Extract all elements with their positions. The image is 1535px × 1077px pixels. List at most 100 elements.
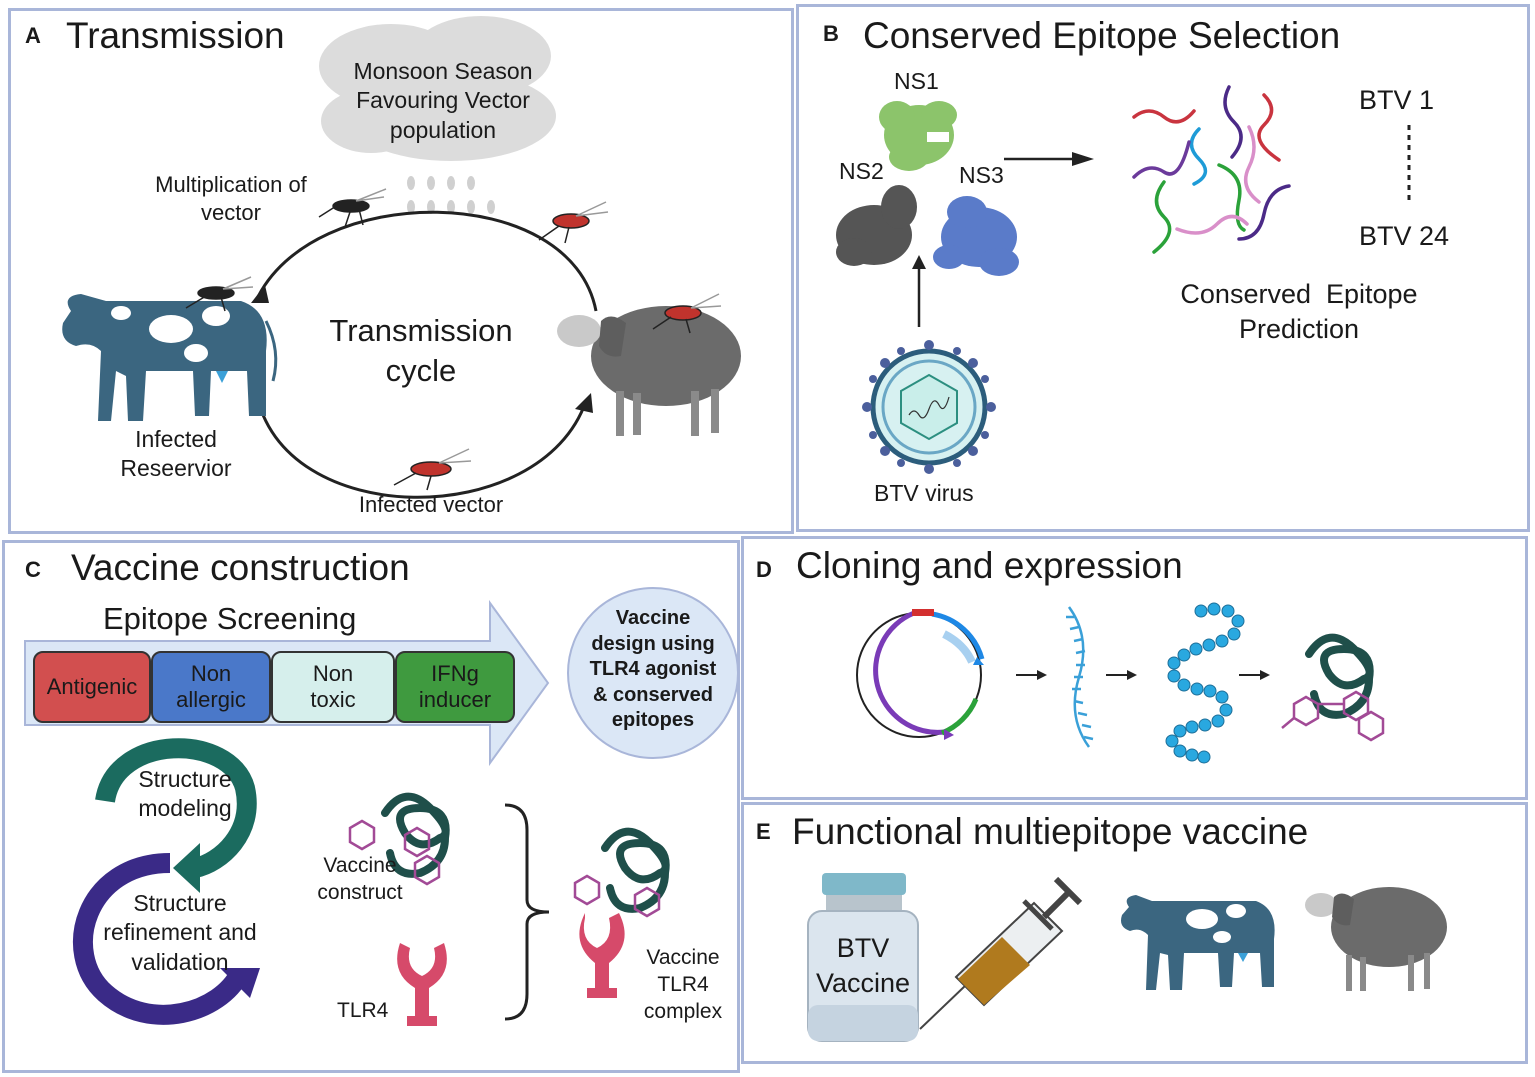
- panel-label: C: [25, 557, 41, 582]
- ligand-icon: [348, 819, 441, 886]
- caption-line: Vaccine: [646, 946, 720, 969]
- cloud-line: Monsoon Season: [353, 58, 533, 84]
- caption-line: construct: [317, 880, 403, 904]
- filter-non-allergic: Non allergic: [151, 651, 271, 723]
- caption-line: modeling: [138, 795, 232, 822]
- multiplication-caption: Multiplication of vector: [131, 171, 331, 227]
- epitope-selection-art: [836, 85, 1411, 474]
- ns3-label: NS3: [959, 162, 1004, 188]
- cloud-icon: [319, 16, 556, 161]
- mrna-icon: [1066, 606, 1094, 748]
- arrow-right-icon: [1127, 670, 1137, 680]
- cycle-caption: Transmission cycle: [311, 311, 531, 390]
- caption-line: Vaccine: [615, 607, 691, 629]
- vaccine-tlr4-complex-icon: [573, 827, 670, 998]
- caption-line: Multiplication of: [155, 172, 307, 197]
- caption-line: Prediction: [1238, 313, 1360, 344]
- caption-line: & conserved: [592, 683, 714, 706]
- vaccine-construct-icon: [381, 792, 450, 878]
- vector-caption: Infected vector: [358, 492, 504, 517]
- caption-line: validation: [131, 948, 229, 975]
- caption-line: Reseervior: [120, 455, 232, 482]
- panel-functional-vaccine: E Functional multiepitope vaccine BTV Va…: [741, 802, 1528, 1064]
- caption-line: design using: [591, 632, 715, 655]
- filter-antigenic: Antigenic: [33, 651, 151, 723]
- panel-title: Functional multiepitope vaccine: [792, 811, 1309, 852]
- modeling-arrow-icon: [95, 738, 257, 878]
- mosquito-icon: [185, 276, 254, 312]
- arrow-right-icon: [1260, 670, 1270, 680]
- mosquito-infected-icon: [393, 448, 472, 491]
- caption-line: TLR4: [657, 972, 709, 996]
- caption-line: Structure: [138, 766, 232, 792]
- tlr4-icon: [397, 943, 447, 1026]
- caption-line: Vaccine: [815, 967, 911, 998]
- brace-icon: [504, 803, 550, 1021]
- panel-epitope-selection: B Conserved Epitope Selection NS1 NS2 NS…: [796, 4, 1530, 532]
- ns2-label: NS2: [839, 158, 884, 184]
- cloning-art: [856, 602, 1385, 764]
- complex-caption: Vaccine TLR4 complex: [633, 945, 733, 1026]
- refinement-caption: Structure refinement and validation: [90, 889, 270, 977]
- caption-line: TLR4 agonist: [589, 658, 717, 681]
- panel-label: B: [823, 21, 839, 46]
- prediction-caption: Conserved Epitope Prediction: [1164, 277, 1434, 346]
- filter-ifng-inducer: IFNg inducer: [395, 651, 515, 723]
- panel-title: Cloning and expression: [796, 545, 1183, 586]
- refinement-arrow-icon: [73, 853, 249, 1025]
- transmission-art: [62, 16, 741, 499]
- reservoir-caption: Infected Reseervior: [106, 425, 246, 484]
- tlr4-caption: TLR4: [337, 999, 389, 1022]
- arrow-right-icon: [1037, 670, 1047, 680]
- design-caption: Vaccine design using TLR4 agonist & cons…: [568, 606, 738, 734]
- cow-icon: [62, 294, 278, 421]
- caption-line: cycle: [385, 352, 457, 388]
- caption-line: BTV: [836, 933, 890, 963]
- caption-line: Structure: [133, 890, 227, 916]
- functional-vaccine-art: [807, 873, 1447, 1042]
- caption-line: refinement and: [103, 919, 257, 946]
- polypeptide-icon: [1165, 602, 1245, 764]
- cow-icon: [1121, 895, 1275, 990]
- folded-protein-icon: [1281, 633, 1385, 742]
- panel-title: Transmission: [66, 15, 285, 56]
- cycle-arrow-bottom: [254, 390, 588, 499]
- btv-virus-icon: [862, 340, 996, 474]
- panel-title: Conserved Epitope Selection: [863, 15, 1341, 56]
- sheep-icon: [1305, 887, 1447, 991]
- caption-line: Conserved Epitope: [1180, 279, 1418, 309]
- serotype-last: BTV 24: [1359, 221, 1450, 251]
- mosquito-infected-icon: [652, 293, 722, 334]
- vaccine-vial-icon: [807, 873, 919, 1042]
- virus-label: BTV virus: [874, 480, 974, 506]
- filter-non-toxic: Non toxic: [271, 651, 395, 723]
- panel-label: E: [756, 819, 771, 844]
- caption-line: vector: [201, 200, 261, 226]
- sheep-icon: [557, 306, 741, 436]
- mosquito-infected-icon: [538, 201, 609, 244]
- vial-label: BTV Vaccine: [808, 931, 918, 1000]
- cloud-caption: Monsoon Season Favouring Vector populati…: [331, 57, 555, 145]
- panel-label: A: [25, 23, 41, 48]
- cloud-line: population: [389, 116, 497, 143]
- screening-title: Epitope Screening: [103, 601, 357, 636]
- caption-line: epitopes: [611, 709, 695, 732]
- plasmid-icon: [856, 609, 985, 740]
- epitope-fragments-icon: [1132, 85, 1291, 254]
- ns2-protein-icon: [836, 185, 917, 266]
- caption-line: Infected: [135, 426, 217, 452]
- mosquito-icon: [318, 188, 387, 228]
- caption-line: Transmission: [329, 313, 513, 348]
- panel-title: Vaccine construction: [71, 547, 410, 588]
- serotype-first: BTV 1: [1359, 85, 1435, 115]
- syringe-icon: [919, 876, 1083, 1030]
- design-circle: [567, 587, 739, 759]
- panel-transmission: A Transmission Monsoon Season Favouring …: [8, 8, 794, 534]
- cycle-arrow-top: [254, 210, 598, 312]
- panel-vaccine-construction: C Vaccine construction Epitope Screening…: [2, 540, 740, 1073]
- panel-label: D: [756, 557, 772, 582]
- rain-icon: [407, 176, 495, 214]
- ns3-protein-icon: [933, 196, 1019, 276]
- caption-line: complex: [643, 999, 723, 1023]
- cloud-line: Favouring Vector: [356, 87, 530, 114]
